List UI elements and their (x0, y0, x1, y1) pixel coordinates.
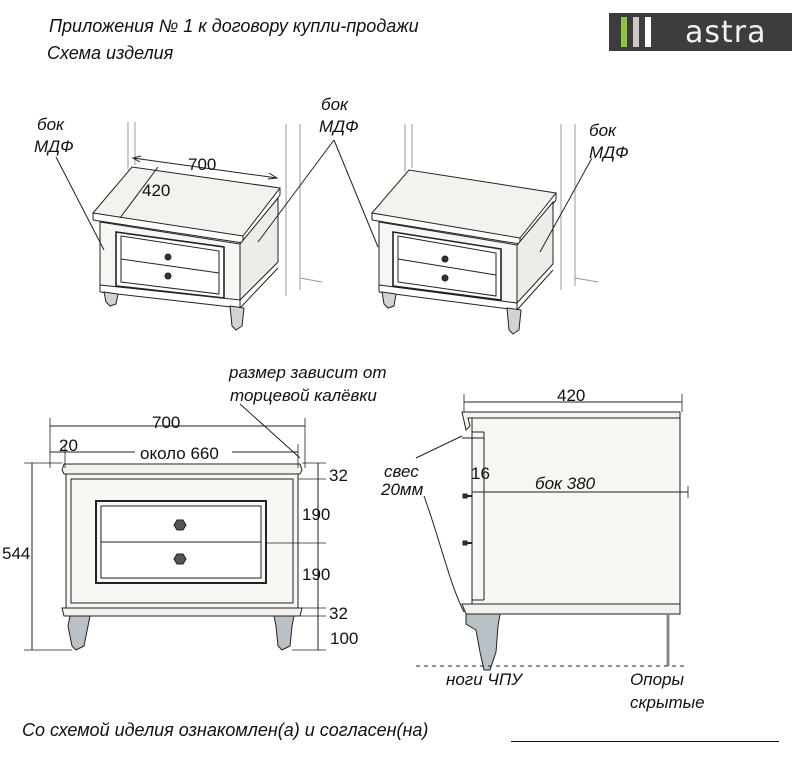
logo-stripe (621, 17, 627, 47)
logo-stripe (633, 17, 639, 47)
front-note-line1: размер зависит от (229, 363, 387, 382)
overhang-label-line1: свес (384, 462, 419, 481)
supports-label-line2: скрытые (630, 693, 705, 712)
signature-line[interactable] (511, 741, 779, 742)
height-dimension: 32 (329, 466, 348, 485)
height-dimension: 190 (302, 565, 331, 584)
side-panel-dimension: бок 380 (535, 474, 596, 493)
width-dimension: 700 (188, 155, 217, 174)
page-title: Схема изделия (47, 43, 174, 63)
height-dimension: 32 (329, 604, 348, 623)
depth-dimension: 420 (142, 181, 171, 200)
height-dimension: 190 (302, 505, 331, 524)
front-note-line2: торцевой калёвки (230, 386, 377, 405)
side-label-bok: бок (37, 115, 65, 134)
side-view (415, 394, 689, 671)
overhang-label-line2: 20мм (381, 480, 424, 499)
side-label-mdf: МДФ (34, 137, 74, 156)
front-offset-dimension: 20 (59, 436, 78, 455)
document-title: Приложения № 1 к договору купли-продажи (49, 16, 419, 36)
height-dimension: 100 (330, 629, 359, 648)
left-perspective-view (55, 122, 323, 331)
callout-label-mdf: МДФ (319, 117, 359, 136)
panel-thickness-dimension: 16 (471, 464, 490, 483)
supports-label-line1: Опоры (630, 670, 684, 689)
side-label-mdf: МДФ (589, 143, 629, 162)
callout-label-bok: бок (321, 95, 349, 114)
side-label-bok: бок (589, 121, 617, 140)
logo-wordmark: astra (685, 15, 767, 50)
legs-label: ноги ЧПУ (446, 670, 523, 689)
front-view (24, 403, 326, 651)
right-perspective-view (371, 124, 599, 335)
front-total-height-dimension: 544 (2, 544, 31, 563)
front-width-dimension: 700 (152, 413, 181, 432)
callout-leader (333, 139, 379, 248)
astra-logo: astra (609, 13, 792, 51)
front-inner-width-dimension: около 660 (140, 444, 219, 463)
logo-stripe (645, 17, 651, 47)
side-depth-dimension: 420 (557, 386, 586, 405)
callout-leader (257, 139, 335, 243)
agreement-statement: Со схемой иделия ознакомлен(а) и согласе… (22, 720, 429, 740)
